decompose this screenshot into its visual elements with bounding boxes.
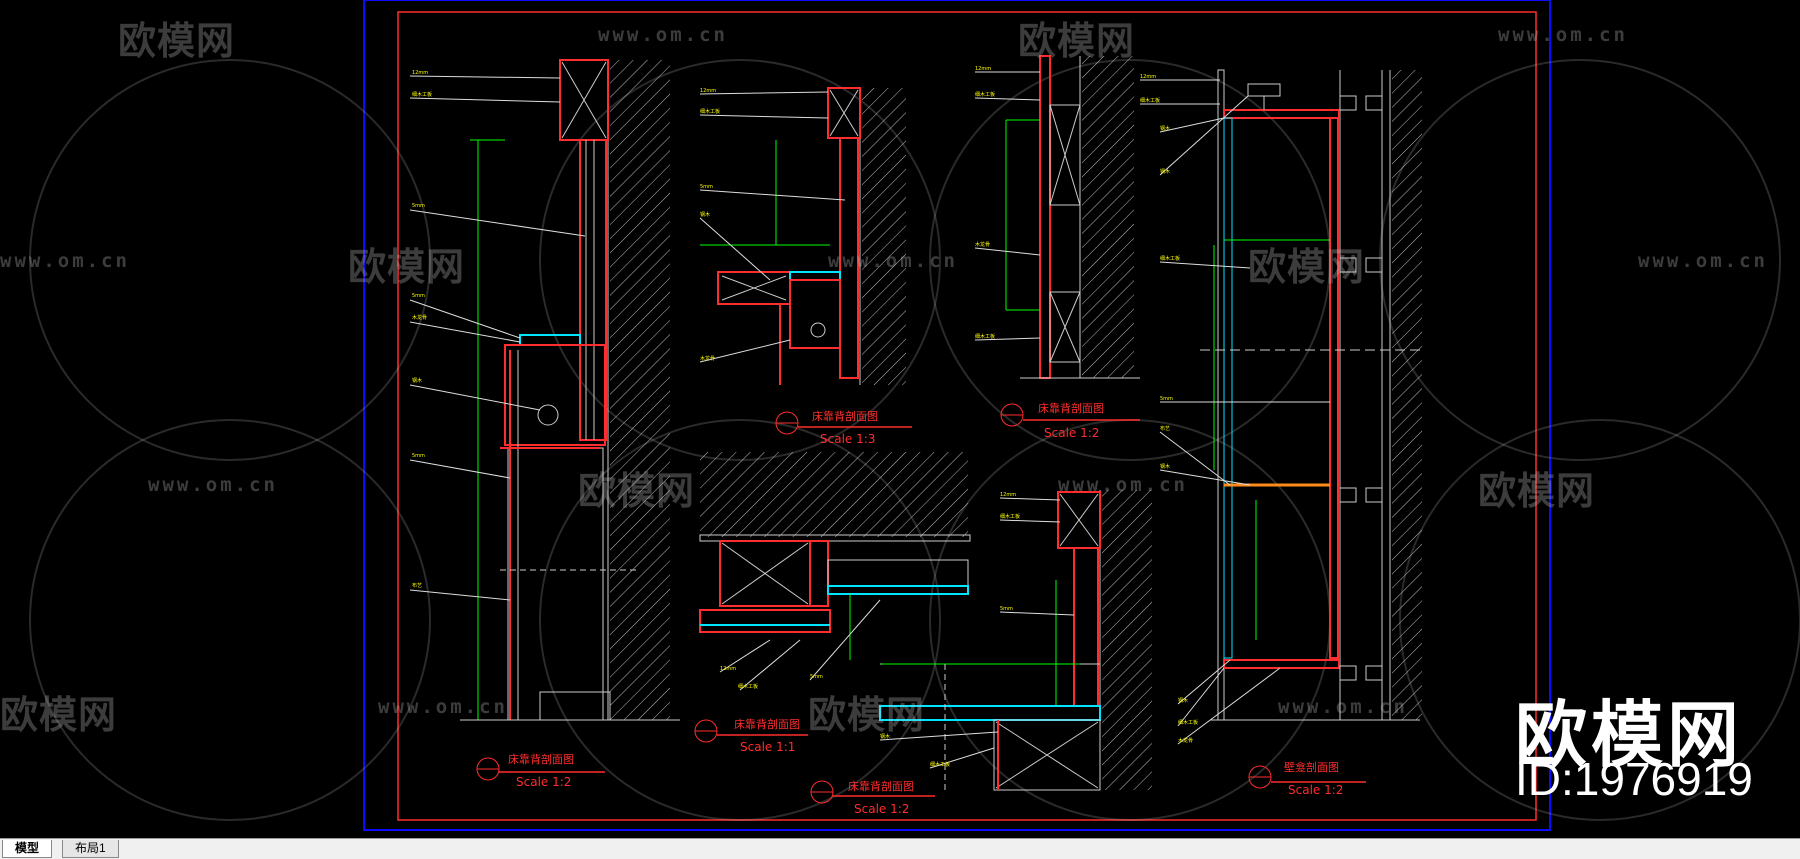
svg-text:木龙骨: 木龙骨 [412, 314, 427, 321]
section-scale-1: Scale 1:2 [516, 775, 571, 789]
watermark-logo: 欧模网 [808, 693, 926, 737]
svg-text:5mm: 5mm [700, 184, 713, 190]
watermark-url: www.om.cn [1058, 474, 1188, 496]
svg-text:钢木: 钢木 [1160, 168, 1170, 175]
watermark-url: www.om.cn [598, 24, 728, 46]
svg-text:木龙骨: 木龙骨 [700, 355, 715, 362]
section-title-1: 床靠背剖面图 [508, 752, 574, 766]
brand-id-text: ID:1976919 [1515, 753, 1753, 805]
svg-text:12mm: 12mm [975, 66, 991, 72]
tab-model[interactable]: 模型 [2, 840, 53, 858]
section-scale-5: Scale 1:2 [854, 802, 909, 816]
svg-text:5mm: 5mm [412, 203, 425, 209]
section-title-5: 床靠背剖面图 [848, 779, 914, 793]
watermark-logo: 欧模网 [0, 693, 118, 737]
watermark-url: www.om.cn [1278, 696, 1408, 718]
svg-text:细木工板: 细木工板 [412, 91, 432, 98]
watermark-logo: 欧模网 [348, 245, 466, 289]
svg-text:细木工板: 细木工板 [1178, 719, 1198, 726]
section-scale-4: Scale 1:1 [740, 740, 795, 754]
section-scale-6: Scale 1:2 [1288, 783, 1343, 797]
svg-text:细木工板: 细木工板 [975, 91, 995, 98]
svg-text:布艺: 布艺 [1160, 425, 1170, 432]
svg-text:细木工板: 细木工板 [738, 683, 758, 690]
svg-text:12mm: 12mm [1140, 74, 1156, 80]
svg-text:细木工板: 细木工板 [1000, 513, 1020, 520]
watermark-url: www.om.cn [1638, 250, 1768, 272]
svg-text:12mm: 12mm [412, 70, 428, 76]
svg-text:12mm: 12mm [1000, 492, 1016, 498]
brand-logo-text: 欧模网 [1515, 693, 1744, 777]
watermark-logo: 欧模网 [578, 469, 696, 513]
watermark-url: www.om.cn [378, 696, 508, 718]
svg-text:细木工板: 细木工板 [1140, 97, 1160, 104]
section-scale-2: Scale 1:3 [820, 432, 875, 446]
svg-text:细木工板: 细木工板 [975, 333, 995, 340]
section-title-3: 床靠背剖面图 [1038, 401, 1104, 415]
watermark-logo: 欧模网 [118, 19, 236, 63]
watermark-url: www.om.cn [148, 474, 278, 496]
svg-text:5mm: 5mm [412, 453, 425, 459]
svg-text:细木工板: 细木工板 [930, 761, 950, 768]
watermark-url: www.om.cn [0, 250, 130, 272]
svg-text:木龙骨: 木龙骨 [975, 241, 990, 248]
svg-text:细木工板: 细木工板 [700, 108, 720, 115]
watermark-url: www.om.cn [1498, 24, 1628, 46]
sheet-border-outer [363, 0, 1551, 831]
svg-text:钢木: 钢木 [1160, 125, 1170, 132]
section-scale-3: Scale 1:2 [1044, 426, 1099, 440]
svg-text:细木工板: 细木工板 [1160, 255, 1180, 262]
svg-text:5mm: 5mm [412, 293, 425, 299]
svg-text:12mm: 12mm [720, 666, 736, 672]
svg-text:木龙骨: 木龙骨 [1178, 737, 1193, 744]
svg-text:布艺: 布艺 [412, 582, 422, 589]
svg-text:5mm: 5mm [1160, 396, 1173, 402]
svg-text:12mm: 12mm [700, 88, 716, 94]
section-title-2: 床靠背剖面图 [812, 409, 878, 423]
svg-text:5mm: 5mm [1000, 606, 1013, 612]
watermark-url: www.om.cn [828, 250, 958, 272]
svg-text:5mm: 5mm [810, 674, 823, 680]
svg-text:钢木: 钢木 [880, 733, 890, 740]
svg-text:钢木: 钢木 [1160, 463, 1170, 470]
section-title-4: 床靠背剖面图 [734, 717, 800, 731]
tab-layout1[interactable]: 布局1 [62, 840, 119, 858]
detail-4-section: 12mm 细木工板 5mm [694, 452, 971, 743]
watermark-logo: 欧模网 [1478, 469, 1596, 513]
svg-text:钢木: 钢木 [412, 377, 422, 384]
watermark-logo: 欧模网 [1248, 245, 1366, 289]
sheet-border-inner [397, 11, 1537, 821]
layout-tab-bar: 模型 布局1 [0, 838, 1800, 859]
svg-text:钢木: 钢木 [1178, 697, 1188, 704]
section-title-6: 壁龛剖面图 [1284, 760, 1339, 774]
watermark-logo: 欧模网 [1018, 19, 1136, 63]
svg-text:钢木: 钢木 [700, 211, 710, 218]
